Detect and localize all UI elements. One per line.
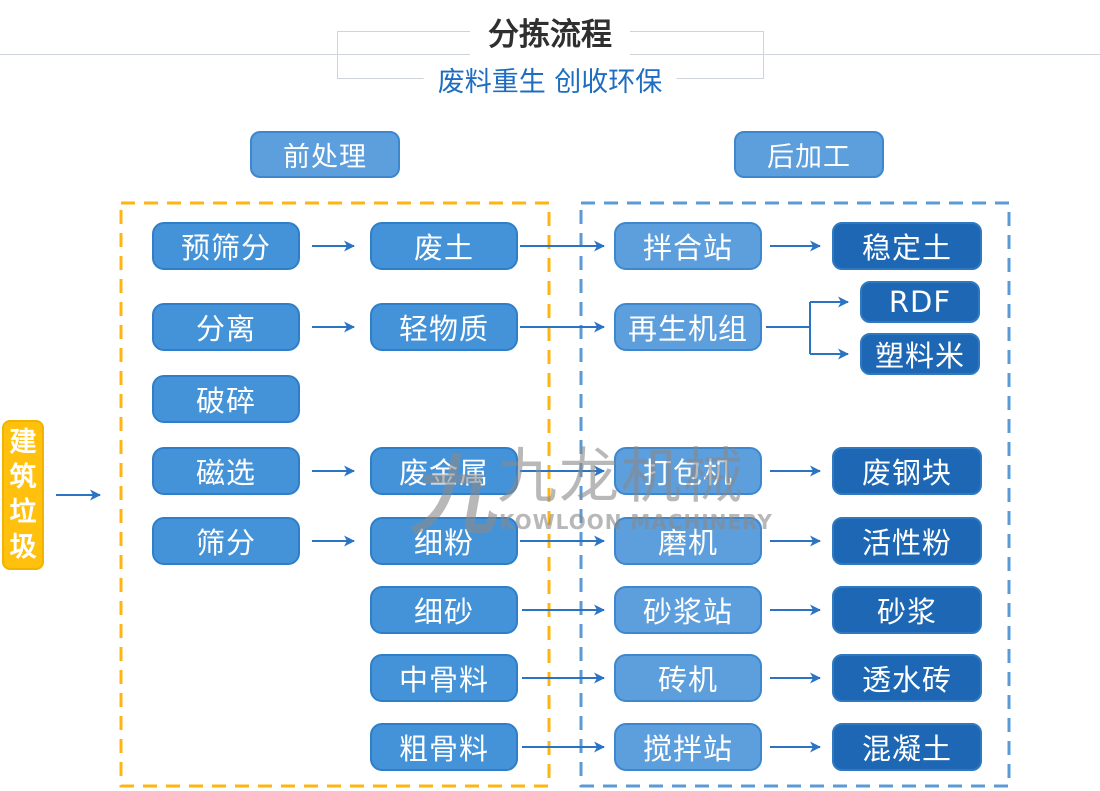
node-concrete-mixing-station: 搅拌站 <box>614 723 762 771</box>
node-fine-powder: 细粉 <box>370 517 518 565</box>
node-waste-soil: 废土 <box>370 222 518 270</box>
post-processing-dashed-frame <box>579 201 1011 788</box>
page-subtitle: 废料重生 创收环保 <box>423 66 677 100</box>
section-label-post-processing: 后加工 <box>734 131 884 178</box>
node-active-powder: 活性粉 <box>832 517 982 565</box>
node-plastic-pellets: 塑料米 <box>860 333 980 375</box>
node-mortar-station: 砂浆站 <box>614 586 762 634</box>
node-mill: 磨机 <box>614 517 762 565</box>
node-rdf: RDF <box>860 281 980 323</box>
node-medium-aggregate: 中骨料 <box>370 654 518 702</box>
node-brick-machine: 砖机 <box>614 654 762 702</box>
node-stabilized-soil: 稳定土 <box>832 222 982 270</box>
node-separation: 分离 <box>152 303 300 351</box>
node-scrap-metal: 废金属 <box>370 447 518 495</box>
node-crushing: 破碎 <box>152 375 300 423</box>
node-pre-screening: 预筛分 <box>152 222 300 270</box>
node-concrete: 混凝土 <box>832 723 982 771</box>
node-light-material: 轻物质 <box>370 303 518 351</box>
node-screening: 筛分 <box>152 517 300 565</box>
node-recycling-unit: 再生机组 <box>614 303 762 351</box>
node-coarse-aggregate: 粗骨料 <box>370 723 518 771</box>
node-mortar: 砂浆 <box>832 586 982 634</box>
node-mixing-station: 拌合站 <box>614 222 762 270</box>
node-fine-sand: 细砂 <box>370 586 518 634</box>
pre-processing-dashed-frame <box>119 201 551 788</box>
node-scrap-steel: 废钢块 <box>832 447 982 495</box>
section-label-pre-processing: 前处理 <box>250 131 400 178</box>
node-permeable-brick: 透水砖 <box>832 654 982 702</box>
source-box-construction-waste: 建筑垃圾 <box>2 420 44 570</box>
node-baler: 打包机 <box>614 447 762 495</box>
node-magnetic-separation: 磁选 <box>152 447 300 495</box>
page-title: 分拣流程 <box>470 14 630 56</box>
